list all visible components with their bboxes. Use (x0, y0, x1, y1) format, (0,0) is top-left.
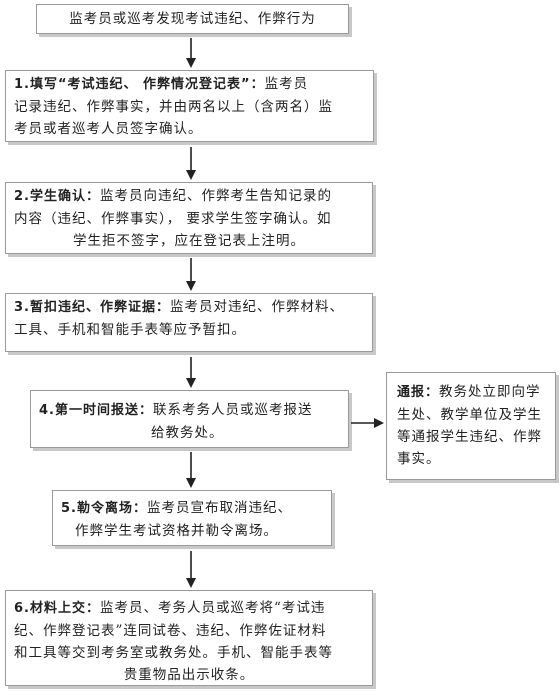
start-box: 监考员或巡考发现考试违纪、作弊行为 (36, 4, 349, 34)
start-text: 监考员或巡考发现考试违纪、作弊行为 (69, 11, 316, 27)
step-1-line-3: 考员或者巡考人员签字确认。 (14, 121, 203, 137)
step-6-line-1: 监考员、考务人员或巡考将“考试违 (99, 600, 326, 616)
step-2-line-2: 内容（违纪、作弊事实）， 要求学生签字确认。如 (14, 211, 332, 227)
notify-line-1: 教务处立即向学 (439, 384, 541, 400)
step-3-box: 3.暂扣违纪、作弊证据：监考员对违纪、作弊材料、 工具、手机和智能手表等应予暂扣… (5, 293, 373, 352)
step-1-box: 1.填写“考试违纪、 作弊情况登记表”：监考员 记录违纪、作弊事实，并由两名以上… (5, 70, 374, 142)
step-6-line-4: 贵重物品出示收条。 (123, 667, 255, 683)
step-4-box: 4.第一时间报送：联系考务人员或巡考报送 给教务处。 (30, 390, 349, 448)
step-4-line-2: 给教务处。 (151, 425, 224, 441)
step-5-line-1: 监考员宣布取消违纪、 (146, 500, 292, 516)
step-6-line-3: 和工具等交到考务室或教务处。手机、智能手表等 (14, 645, 333, 661)
step-2-line-1: 监考员向违纪、作弊考生告知记录的 (99, 188, 332, 204)
notify-title: 通报： (397, 385, 440, 400)
step-6-box: 6.材料上交：监考员、考务人员或巡考将“考试违 纪、作弊登记表”连同试卷、违纪、… (5, 590, 373, 686)
step-1-line-2: 记录违纪、作弊事实，并由两名以上（含两名）监 (14, 99, 333, 115)
step-2-title: 2.学生确认： (14, 189, 100, 204)
step-2-box: 2.学生确认：监考员向违纪、作弊考生告知记录的 内容（违纪、作弊事实）， 要求学… (5, 182, 373, 254)
step-6-line-2: 纪、作弊登记表”连同试卷、违纪、作弊佐证材料 (14, 623, 327, 639)
step-5-box: 5.勒令离场：监考员宣布取消违纪、 作弊学生考试资格并勒令离场。 (52, 490, 332, 546)
step-2-line-3: 学生拒不签字，应在登记表上注明。 (73, 233, 305, 249)
step-6-title: 6.材料上交： (14, 601, 100, 616)
step-3-title: 3.暂扣违纪、作弊证据： (14, 300, 170, 315)
step-5-line-2: 作弊学生考试资格并勒令离场。 (75, 523, 278, 539)
step-5-title: 5.勒令离场： (61, 501, 147, 516)
notify-box: 通报：教务处立即向学 生处、教学单位及学生 等通报学生违纪、作弊 事实。 (386, 372, 556, 480)
step-3-line-2: 工具、手机和智能手表等应予暂扣。 (14, 322, 246, 338)
step-4-line-1: 联系考务人员或巡考报送 (152, 402, 313, 418)
step-1-title: 1.填写“考试违纪、 作弊情况登记表”： (14, 77, 265, 92)
step-1-line-1: 监考员 (264, 76, 309, 92)
step-3-line-1: 监考员对违纪、作弊材料、 (169, 299, 344, 315)
notify-line-3: 等通报学生违纪、作弊 (397, 429, 542, 445)
step-4-title: 4.第一时间报送： (39, 403, 153, 418)
notify-line-4: 事实。 (397, 451, 441, 467)
notify-line-2: 生处、教学单位及学生 (397, 407, 542, 423)
